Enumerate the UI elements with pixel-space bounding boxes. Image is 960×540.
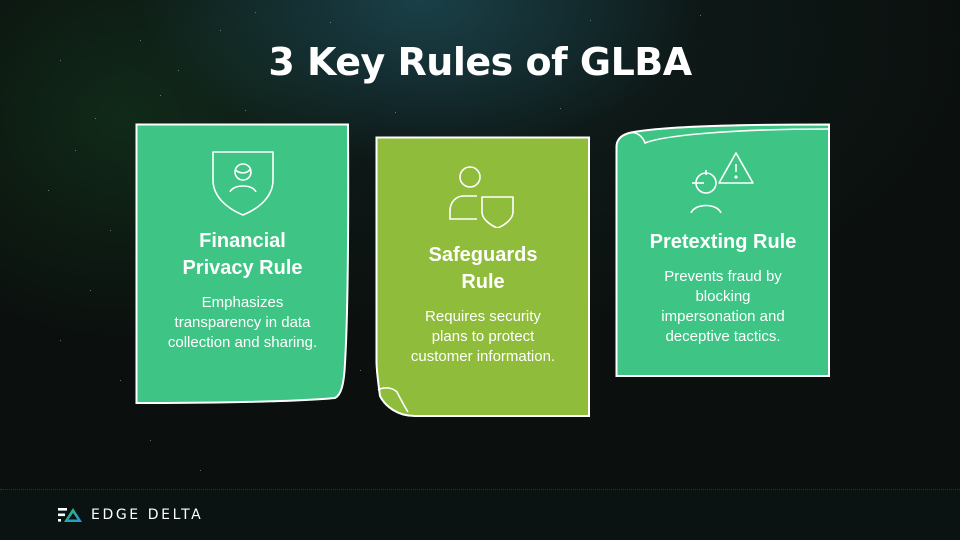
card-title-line: Financial [199, 230, 286, 252]
brand-name: EDGE DELTA [91, 507, 204, 523]
card-financial-privacy-rule: Financial Privacy Rule Emphasizes transp… [135, 123, 350, 405]
card-background [375, 136, 590, 417]
card-description: Requires security plans to protect custo… [410, 308, 556, 365]
card-title-line: Rule [461, 271, 505, 293]
user-warning-icon [690, 152, 754, 214]
footer-bar [0, 489, 960, 540]
user-shield-icon [449, 166, 514, 228]
card-title: Pretexting Rule [650, 229, 797, 256]
card-pretexting-rule: Pretexting Rule Prevents fraud by blocki… [615, 123, 831, 378]
card-title-line: Privacy Rule [182, 257, 303, 279]
card-background [615, 123, 830, 377]
card-title: Safeguards Rule [429, 242, 538, 296]
brand-logo: EDGE DELTA [58, 507, 203, 523]
card-title-line: Safeguards [428, 244, 538, 266]
card-title: Financial Privacy Rule [182, 228, 302, 282]
card-title-line: Pretexting Rule [649, 231, 797, 253]
slide-title: 3 Key Rules of GLBA [268, 40, 692, 84]
card-safeguards-rule: Safeguards Rule Requires security plans … [375, 136, 591, 419]
card-description: Prevents fraud by blocking impersonation… [661, 268, 785, 345]
shield-user-icon [211, 151, 274, 216]
card-description: Emphasizes transparency in data collecti… [167, 294, 318, 351]
edge-delta-logo-icon [58, 508, 82, 522]
card-background [135, 123, 350, 405]
